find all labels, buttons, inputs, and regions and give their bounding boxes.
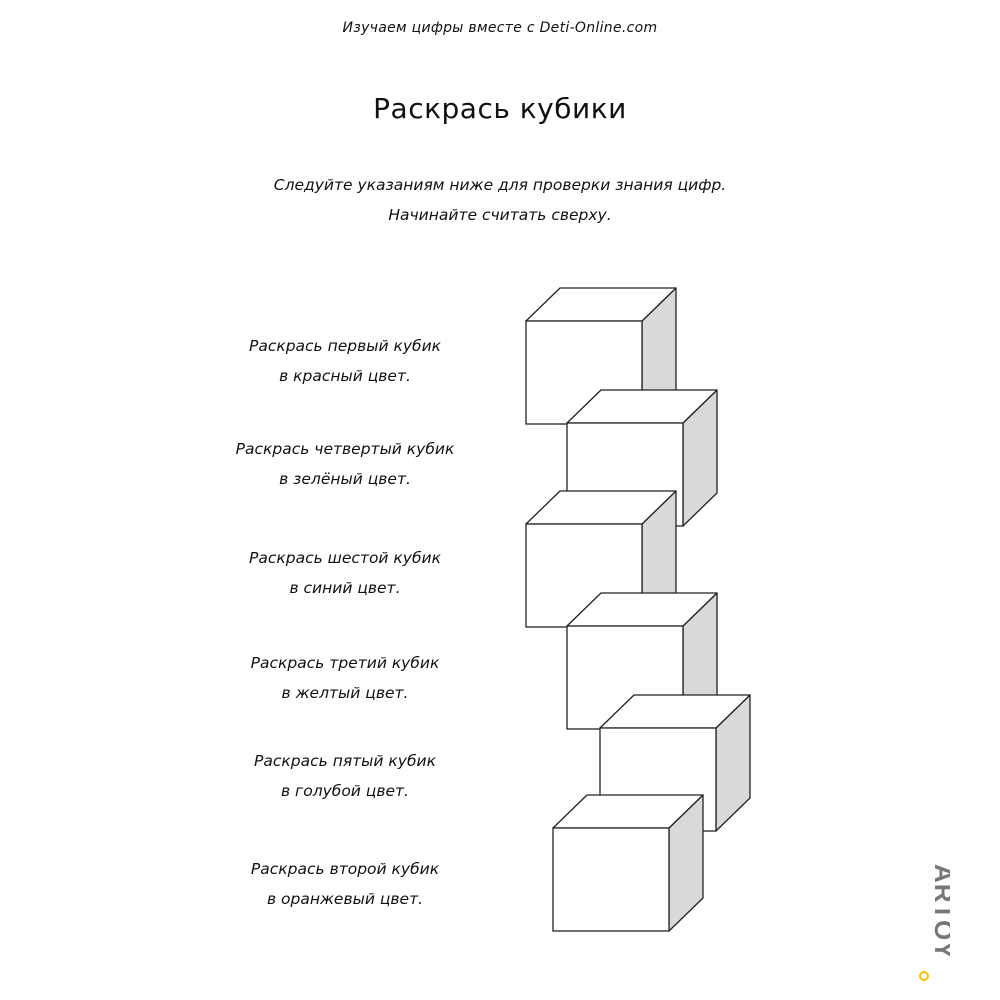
task-1: Раскрась первый кубик в красный цвет.	[200, 331, 490, 391]
task-line: в синий цвет.	[289, 579, 401, 597]
page-title: Раскрась кубики	[373, 92, 627, 125]
task-line: в желтый цвет.	[281, 684, 409, 702]
task-line: в красный цвет.	[279, 367, 411, 385]
task-5: Раскрась пятый кубик в голубой цвет.	[200, 746, 490, 806]
site-header: Изучаем цифры вместе с Deti-Online.com	[342, 20, 658, 36]
instruction-line: Следуйте указаниям ниже для проверки зна…	[273, 176, 727, 194]
cube-front-face	[552, 827, 670, 932]
task-line: Раскрась второй кубик	[250, 860, 440, 878]
watermark-dot	[919, 971, 929, 981]
task-line: Раскрась третий кубик	[250, 654, 440, 672]
task-line: Раскрась четвертый кубик	[235, 440, 455, 458]
task-4: Раскрась третий кубик в желтый цвет.	[200, 648, 490, 708]
instructions: Следуйте указаниям ниже для проверки зна…	[0, 170, 1000, 230]
task-2: Раскрась четвертый кубик в зелёный цвет.	[200, 434, 490, 494]
task-line: Раскрась первый кубик	[248, 337, 442, 355]
task-line: в голубой цвет.	[281, 782, 409, 800]
task-6: Раскрась второй кубик в оранжевый цвет.	[200, 854, 490, 914]
cube-6	[552, 794, 704, 932]
task-3: Раскрась шестой кубик в синий цвет.	[200, 543, 490, 603]
watermark-text: ARTOY	[929, 864, 950, 960]
task-line: Раскрась шестой кубик	[249, 549, 441, 567]
task-line: в зелёный цвет.	[279, 470, 411, 488]
task-line: Раскрась пятый кубик	[254, 752, 436, 770]
task-line: в оранжевый цвет.	[266, 890, 424, 908]
artoyo-watermark: ARTOY	[919, 864, 950, 981]
instruction-line: Начинайте считать сверху.	[388, 206, 612, 224]
